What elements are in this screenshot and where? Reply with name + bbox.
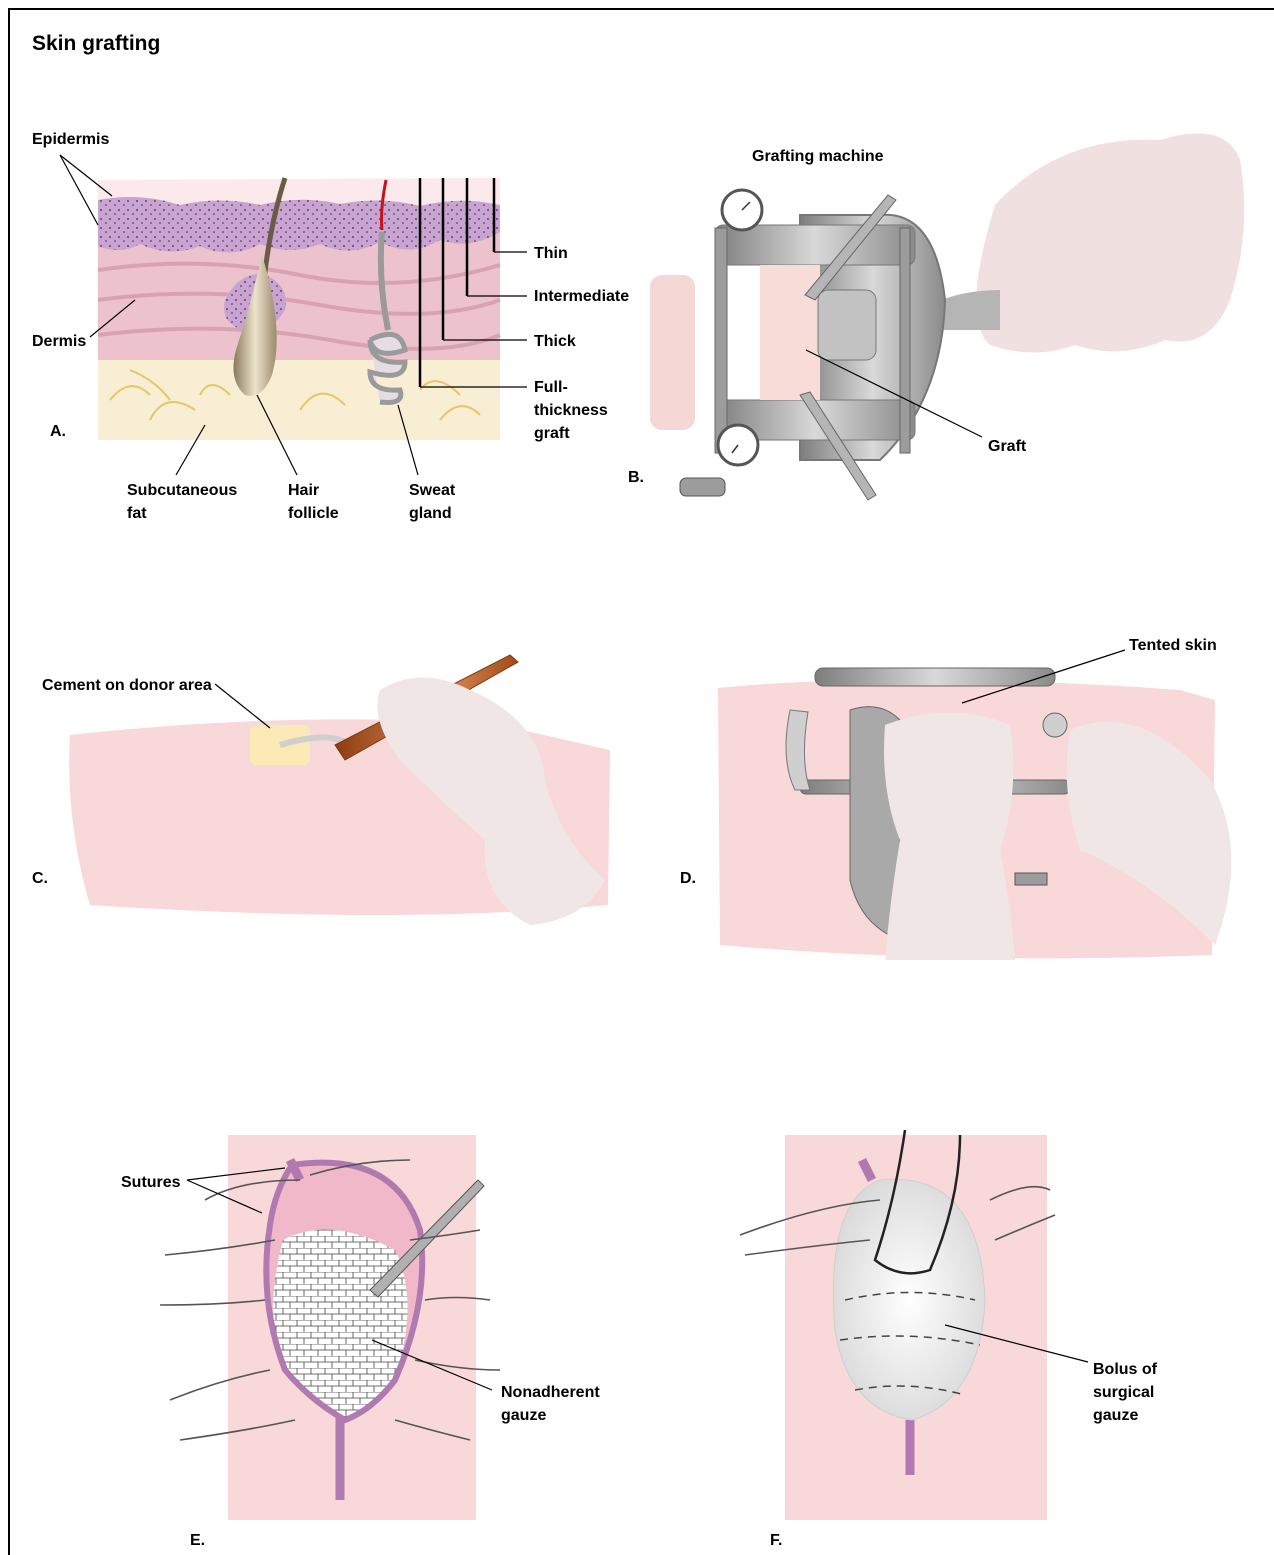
label-full-line2: thickness <box>534 402 608 419</box>
label-sutures: Sutures <box>121 1174 181 1191</box>
dial-gauge <box>1043 713 1067 737</box>
label-sweat-line2: gland <box>409 505 452 522</box>
label-bolus-line3: gauze <box>1093 1407 1138 1424</box>
panel-d-tented-skin <box>718 650 1231 960</box>
label-grafting-machine: Grafting machine <box>752 148 884 165</box>
panel-b-grafting-machine <box>650 133 1244 500</box>
label-bolus-line1: Bolus of <box>1093 1361 1158 1378</box>
label-fat-line1: Subcutaneous <box>127 482 237 499</box>
panel-letter-b: B. <box>628 469 644 486</box>
panel-letter-a: A. <box>50 423 66 440</box>
label-thin: Thin <box>534 245 568 262</box>
label-intermediate: Intermediate <box>534 288 629 305</box>
panel-f-bolus-dressing <box>740 1130 1088 1520</box>
label-dermis: Dermis <box>32 333 86 350</box>
tent-bar <box>815 668 1055 686</box>
label-bolus-line2: surgical <box>1093 1384 1154 1401</box>
label-gauze-line1: Nonadherent <box>501 1384 600 1401</box>
surgeon-left-hand <box>884 713 1015 961</box>
panel-letter-c: C. <box>32 870 48 887</box>
label-fat-line2: fat <box>127 505 147 522</box>
panel-letter-e: E. <box>190 1532 205 1549</box>
panel-a-skin-section <box>60 155 527 475</box>
label-full-line3: graft <box>534 425 570 442</box>
surgeon-hand-glove <box>976 133 1244 352</box>
label-hair-line2: follicle <box>288 505 339 522</box>
label-hair-line1: Hair <box>288 482 319 499</box>
graft-strip <box>760 265 820 400</box>
label-sweat-line1: Sweat <box>409 482 456 499</box>
panel-letter-f: F. <box>770 1532 782 1549</box>
label-thick: Thick <box>534 333 576 350</box>
panel-letter-d: D. <box>680 870 696 887</box>
label-tented-skin: Tented skin <box>1129 637 1217 654</box>
adjust-knob <box>680 478 725 496</box>
label-full-line1: Full- <box>534 379 568 396</box>
label-cement: Cement on donor area <box>42 677 212 694</box>
label-epidermis: Epidermis <box>32 131 109 148</box>
label-gauze-line2: gauze <box>501 1407 546 1424</box>
subcutaneous-fat-layer <box>98 360 500 440</box>
bolus-gauze <box>833 1179 985 1420</box>
label-graft: Graft <box>988 438 1027 455</box>
panel-e-sutured-graft <box>160 1135 500 1520</box>
panel-c-cement <box>69 655 610 925</box>
